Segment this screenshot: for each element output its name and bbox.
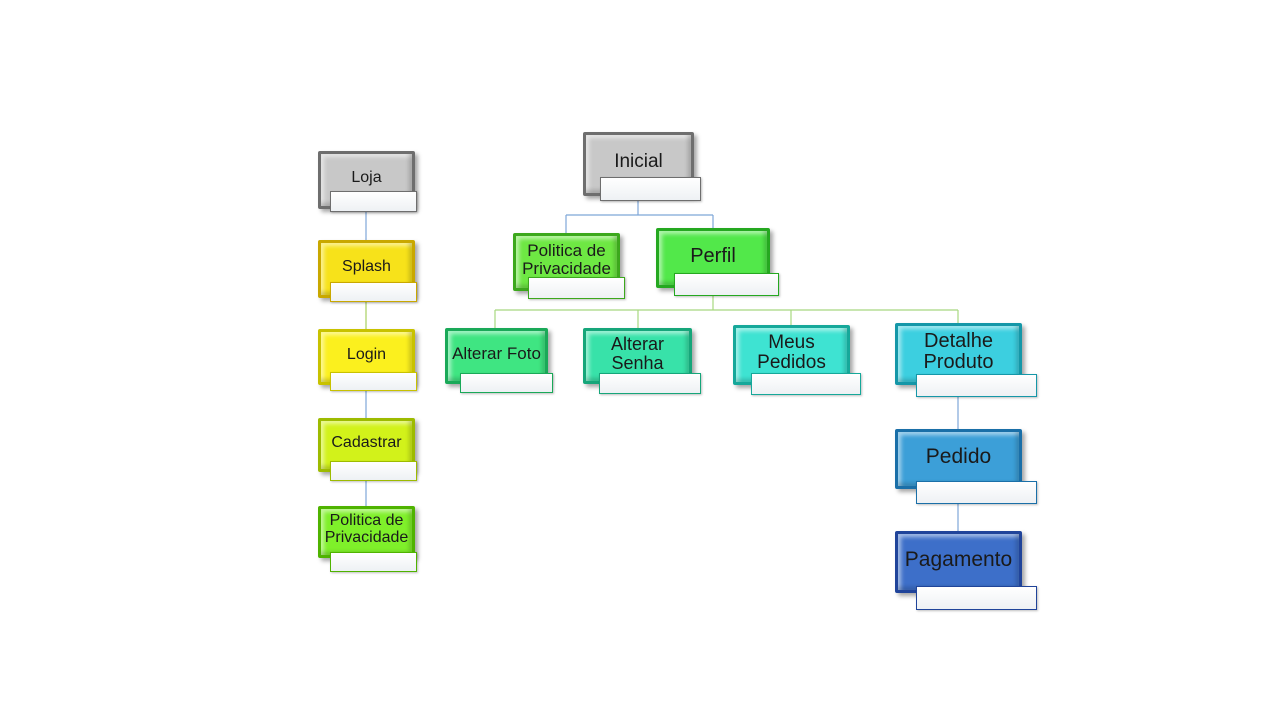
- node-pedido-box: Pedido: [895, 429, 1022, 489]
- node-cadastrar-tab: [330, 461, 417, 481]
- node-login-tab: [330, 372, 417, 391]
- connector-perfil-level2: [494, 296, 959, 328]
- node-alterar-foto-tab: [460, 373, 553, 393]
- connector-inicial-level1: [565, 201, 714, 233]
- node-perfil-tab: [674, 273, 779, 296]
- node-pagamento-box: Pagamento: [895, 531, 1022, 593]
- node-splash-tab: [330, 282, 417, 302]
- node-inicial-tab: [600, 177, 701, 201]
- node-alterar-senha-tab: [599, 373, 701, 394]
- node-politica-right-tab: [528, 277, 625, 299]
- node-politica-left-tab: [330, 552, 417, 572]
- node-pagamento-tab: [916, 586, 1037, 610]
- node-politica-left-box: Politica de Privacidade: [318, 506, 415, 558]
- node-detalhe-produto-tab: [916, 374, 1037, 397]
- node-meus-pedidos-tab: [751, 373, 861, 395]
- node-loja-tab: [330, 191, 417, 212]
- node-pedido-tab: [916, 481, 1037, 504]
